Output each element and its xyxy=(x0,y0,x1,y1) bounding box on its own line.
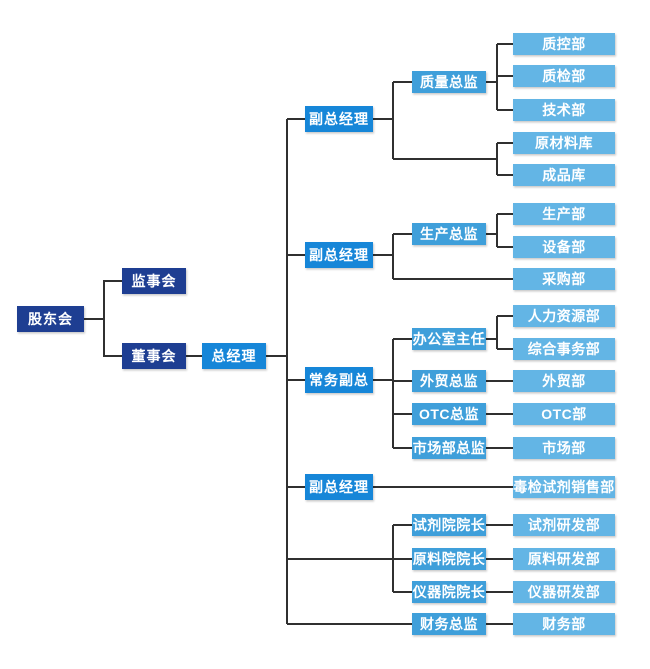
org-node-technology-dept: 技术部 xyxy=(513,99,615,121)
org-node-human-resources-dept: 人力资源部 xyxy=(513,305,615,327)
org-node-quality-director: 质量总监 xyxy=(412,71,486,93)
org-node-finance-dept: 财务部 xyxy=(513,613,615,635)
org-node-drug-test-reagent-sales-dept: 毒检试剂销售部 xyxy=(513,476,615,498)
org-node-otc-dept: OTC部 xyxy=(513,403,615,425)
org-node-general-manager: 总经理 xyxy=(202,343,266,369)
org-node-quality-inspection-dept: 质检部 xyxy=(513,65,615,87)
org-node-otc-director: OTC总监 xyxy=(412,403,486,425)
org-node-purchasing-dept: 采购部 xyxy=(513,268,615,290)
org-node-office-director: 办公室主任 xyxy=(412,328,486,350)
org-node-deputy-gm-2: 副总经理 xyxy=(305,242,373,268)
connector-segment xyxy=(84,318,122,357)
org-node-general-affairs-dept: 综合事务部 xyxy=(513,338,615,360)
org-node-shareholders-meeting: 股东会 xyxy=(17,306,84,332)
org-node-instrument-rd-dept: 仪器研发部 xyxy=(513,581,615,603)
org-node-reagent-rd-dept: 试剂研发部 xyxy=(513,514,615,536)
connector-segment xyxy=(84,280,122,320)
org-node-foreign-trade-director: 外贸总监 xyxy=(412,370,486,392)
org-node-board-of-directors: 董事会 xyxy=(122,343,186,369)
org-node-finished-goods-warehouse: 成品库 xyxy=(513,164,615,186)
org-node-executive-deputy-gm: 常务副总 xyxy=(305,367,373,393)
org-node-production-director: 生产总监 xyxy=(412,223,486,245)
org-node-production-dept: 生产部 xyxy=(513,203,615,225)
org-node-finance-director: 财务总监 xyxy=(412,613,486,635)
org-node-reagent-institute-dean: 试剂院院长 xyxy=(412,514,486,536)
org-node-foreign-trade-dept: 外贸部 xyxy=(513,370,615,392)
org-node-raw-material-rd-dept: 原料研发部 xyxy=(513,548,615,570)
org-node-instrument-institute-dean: 仪器院院长 xyxy=(412,581,486,603)
org-node-raw-material-institute-dean: 原料院院长 xyxy=(412,548,486,570)
org-node-deputy-gm-3: 副总经理 xyxy=(305,474,373,500)
org-node-deputy-gm-1: 副总经理 xyxy=(305,106,373,132)
org-node-raw-material-warehouse: 原材料库 xyxy=(513,132,615,154)
org-node-marketing-director: 市场部总监 xyxy=(412,437,486,459)
org-node-quality-control-dept: 质控部 xyxy=(513,33,615,55)
org-node-supervisory-board: 监事会 xyxy=(122,268,186,294)
org-node-equipment-dept: 设备部 xyxy=(513,236,615,258)
org-node-marketing-dept: 市场部 xyxy=(513,437,615,459)
